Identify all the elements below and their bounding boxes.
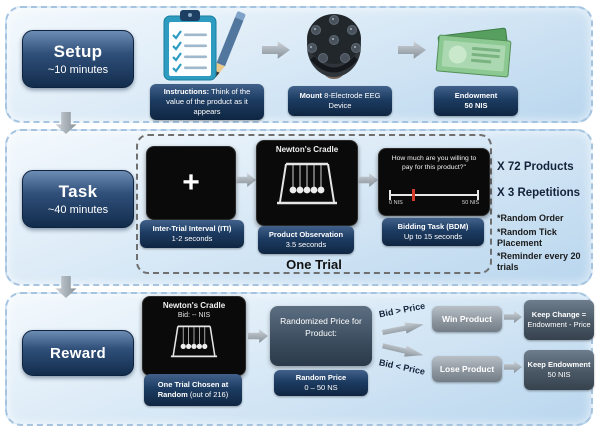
setup-band bbox=[5, 6, 593, 123]
task-band bbox=[5, 129, 593, 286]
reward-band bbox=[5, 292, 593, 426]
